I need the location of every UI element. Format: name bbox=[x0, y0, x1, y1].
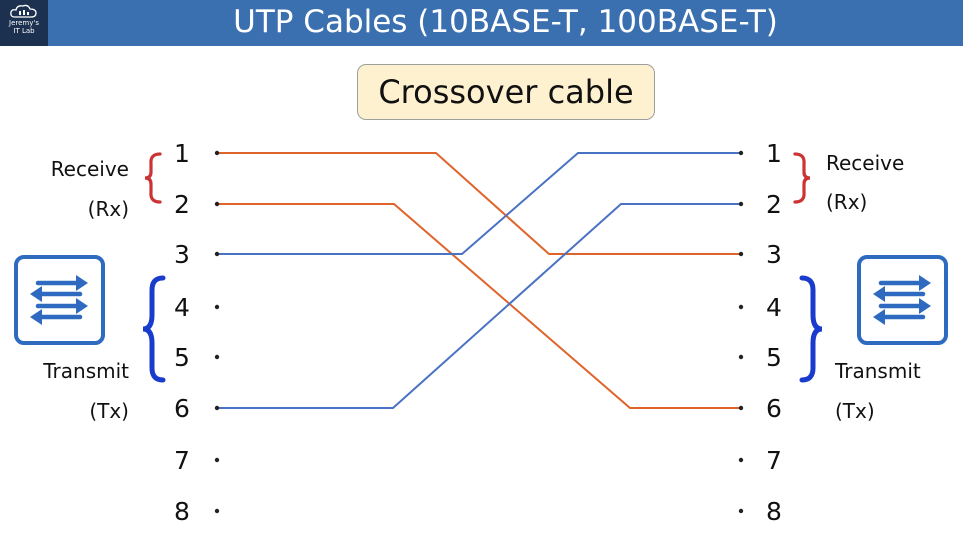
left-pin-label: 1 bbox=[174, 139, 190, 168]
wire-left2-to-right6 bbox=[217, 203, 741, 409]
right-pin-label: 2 bbox=[766, 190, 782, 219]
subtitle-text: Crossover cable bbox=[378, 73, 634, 111]
left-transmit-brace bbox=[142, 275, 166, 383]
left-pin-label: 3 bbox=[174, 240, 190, 269]
left-pin-dot-7 bbox=[214, 457, 220, 463]
right-pin-dot-3 bbox=[738, 251, 744, 257]
left-pin-label: 4 bbox=[174, 293, 190, 322]
left-pin-label: 2 bbox=[174, 190, 190, 219]
header-bar: Jeremy's IT Lab UTP Cables (10BASE-T, 10… bbox=[0, 0, 963, 46]
right-receive-label: Receive bbox=[826, 151, 904, 175]
right-transmit-brace bbox=[799, 275, 823, 383]
cloud-logo-icon bbox=[10, 4, 37, 18]
left-pin-dot-2 bbox=[214, 201, 220, 207]
left-pin-dot-5 bbox=[214, 354, 220, 360]
wire-left6-to-right2 bbox=[217, 203, 741, 409]
left-pin-dot-8 bbox=[214, 508, 220, 514]
right-switch-icon bbox=[857, 255, 948, 345]
left-transmit-abbr: (Tx) bbox=[89, 399, 129, 423]
left-receive-label: Receive bbox=[51, 157, 129, 181]
right-pin-dot-6 bbox=[738, 405, 744, 411]
left-pin-label: 5 bbox=[174, 343, 190, 372]
subtitle-box: Crossover cable bbox=[357, 64, 655, 120]
left-pin-label: 6 bbox=[174, 394, 190, 423]
right-transmit-label: Transmit bbox=[834, 359, 921, 383]
left-receive-brace bbox=[144, 152, 162, 204]
right-pin-label: 1 bbox=[766, 139, 782, 168]
right-transmit-abbr: (Tx) bbox=[835, 399, 875, 423]
right-pin-label: 8 bbox=[766, 497, 782, 526]
logo-line-2: IT Lab bbox=[13, 27, 35, 35]
right-pin-dot-5 bbox=[738, 354, 744, 360]
left-receive-abbr: (Rx) bbox=[88, 197, 129, 221]
right-pin-label: 4 bbox=[766, 293, 782, 322]
right-pin-dot-8 bbox=[738, 508, 744, 514]
right-pin-dot-4 bbox=[738, 304, 744, 310]
left-pin-dot-6 bbox=[214, 405, 220, 411]
right-pin-dot-7 bbox=[738, 457, 744, 463]
logo-line-1: Jeremy's bbox=[9, 19, 39, 27]
right-pin-label: 7 bbox=[766, 446, 782, 475]
left-pin-dots bbox=[214, 150, 220, 514]
right-receive-abbr: (Rx) bbox=[826, 190, 867, 214]
right-pin-label: 3 bbox=[766, 240, 782, 269]
page-title: UTP Cables (10BASE-T, 100BASE-T) bbox=[233, 4, 778, 40]
right-pin-label: 6 bbox=[766, 394, 782, 423]
left-pin-dot-1 bbox=[214, 150, 220, 156]
left-pin-dot-3 bbox=[214, 251, 220, 257]
right-pin-dots bbox=[738, 150, 744, 514]
left-switch-icon bbox=[14, 255, 105, 345]
right-pin-dot-1 bbox=[738, 150, 744, 156]
wire-left1-to-right3 bbox=[217, 152, 741, 255]
right-receive-brace bbox=[793, 152, 811, 204]
left-pin-dot-4 bbox=[214, 304, 220, 310]
left-transmit-label: Transmit bbox=[42, 359, 129, 383]
left-pin-label: 7 bbox=[174, 446, 190, 475]
left-pin-label: 8 bbox=[174, 497, 190, 526]
right-pin-dot-2 bbox=[738, 201, 744, 207]
wire-left3-to-right1 bbox=[217, 152, 741, 255]
right-pin-label: 5 bbox=[766, 343, 782, 372]
logo: Jeremy's IT Lab bbox=[0, 0, 48, 46]
